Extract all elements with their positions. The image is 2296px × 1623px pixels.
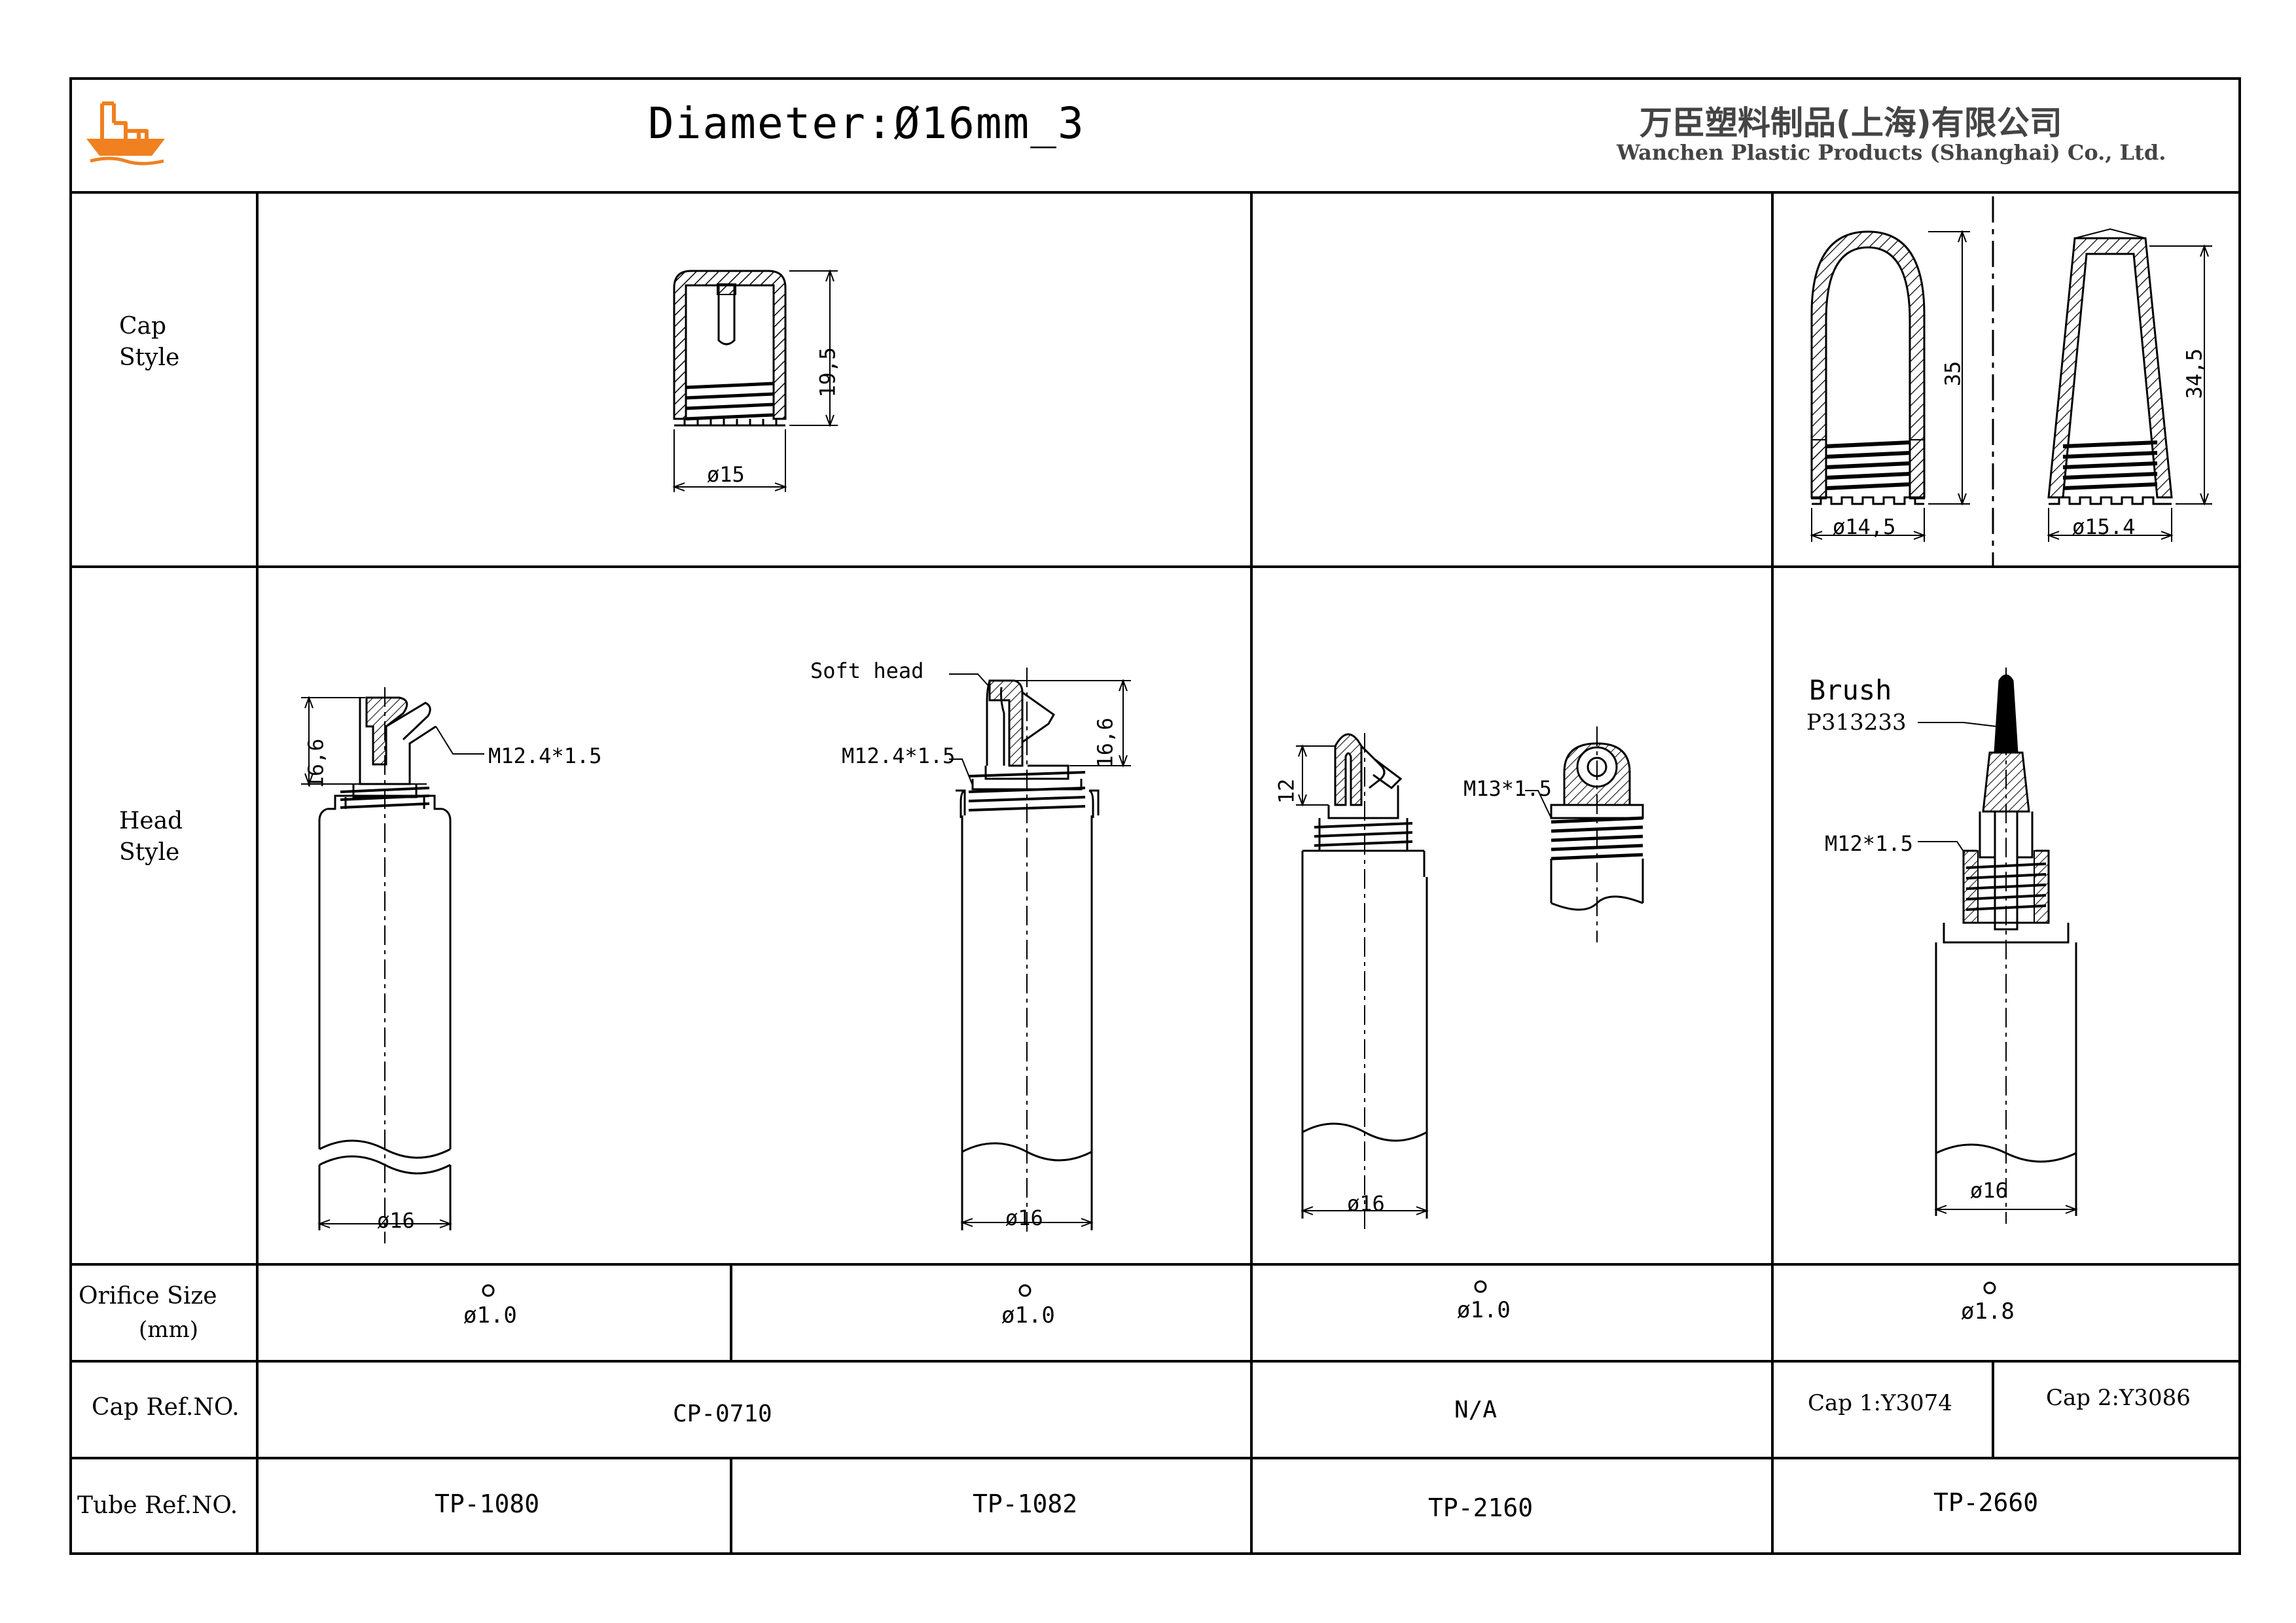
tube-ref-col4: TP-2660 xyxy=(1933,1488,2039,1517)
cap-c-diameter-dimension: ø15.4 xyxy=(2072,514,2136,539)
row-label-orifice-line1: Orifice Size xyxy=(79,1283,217,1310)
company-name-chinese: 万臣塑料制品(上海)有限公司 xyxy=(1640,104,2062,142)
head-3-diameter-dimension: ø16 xyxy=(1347,1191,1385,1216)
cap-a-diameter-dimension: ø15 xyxy=(707,462,745,487)
head-drawing-1 xyxy=(301,687,484,1243)
sheet-title: Diameter:Ø16mm_3 xyxy=(648,98,1085,149)
head-1-height-dimension: 16,6 xyxy=(303,738,329,789)
row-label-tube-ref: Tube Ref.NO. xyxy=(77,1492,238,1519)
head-4-part-number: P313233 xyxy=(1806,709,1907,736)
cap-a-height-dimension: 19,5 xyxy=(815,347,840,398)
row-label-orifice-line2: (mm) xyxy=(139,1317,199,1343)
head-2-soft-head-label: Soft head xyxy=(810,658,924,683)
cap-b-height-dimension: 35 xyxy=(1940,361,1965,387)
head-2-height-dimension: 16,6 xyxy=(1092,717,1118,768)
orifice-col4: ø1.8 xyxy=(1961,1298,2015,1325)
head-drawing-3 xyxy=(1296,726,1644,1230)
tube-ref-col3: TP-2160 xyxy=(1428,1493,1534,1522)
cap-ref-cap-2: Cap 2:Y3086 xyxy=(2046,1385,2191,1411)
head-4-thread-label: M12*1.5 xyxy=(1825,831,1913,856)
cap-ref-cap-1: Cap 1:Y3074 xyxy=(1808,1390,1952,1416)
orifice-col3: ø1.0 xyxy=(1457,1297,1511,1323)
row-label-cap-style-line1: Cap xyxy=(119,313,167,340)
cap-c-height-dimension: 34,5 xyxy=(2181,348,2207,399)
cap-ref-na: N/A xyxy=(1454,1397,1498,1423)
cap-b-diameter-dimension: ø14,5 xyxy=(1833,514,1896,539)
head-2-thread-label: M12.4*1.5 xyxy=(842,743,956,768)
head-1-thread-label: M12.4*1.5 xyxy=(488,743,602,768)
head-1-diameter-dimension: ø16 xyxy=(377,1208,415,1233)
tube-ref-col2: TP-1082 xyxy=(973,1489,1078,1518)
head-drawing-4 xyxy=(1918,668,2078,1224)
head-4-brush-label: Brush xyxy=(1809,674,1892,706)
cap-drawing-c xyxy=(2047,228,2212,542)
head-3-height-dimension: 12 xyxy=(1274,778,1299,804)
cap-drawing-a xyxy=(672,269,838,492)
head-4-diameter-dimension: ø16 xyxy=(1970,1178,2008,1203)
company-logo-icon xyxy=(86,101,165,166)
row-label-cap-style-line2: Style xyxy=(119,344,180,371)
orifice-symbols-icon xyxy=(482,1280,1996,1297)
company-name-english: Wanchen Plastic Products (Shanghai) Co.,… xyxy=(1617,140,2166,165)
orifice-col2: ø1.0 xyxy=(1001,1302,1055,1329)
orifice-col1: ø1.0 xyxy=(463,1302,517,1329)
head-drawing-2 xyxy=(949,668,1131,1237)
row-label-head-style-line2: Style xyxy=(119,839,180,866)
cap-drawing-b xyxy=(1810,230,1970,542)
cap-ref-cp-0710: CP-0710 xyxy=(673,1400,772,1427)
head-2-diameter-dimension: ø16 xyxy=(1005,1205,1043,1230)
row-label-cap-ref: Cap Ref.NO. xyxy=(92,1394,240,1421)
tube-ref-col1: TP-1080 xyxy=(435,1489,540,1518)
head-3-thread-label: M13*1.5 xyxy=(1463,776,1552,801)
row-label-head-style-line1: Head xyxy=(119,808,183,834)
